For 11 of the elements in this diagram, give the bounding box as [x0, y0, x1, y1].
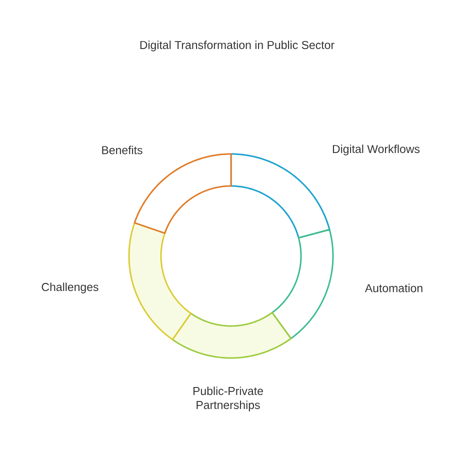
ring-segment [230, 153, 330, 239]
segment-label: Digital Workflows [332, 144, 420, 156]
ring-segment [134, 153, 232, 234]
segment-label: Benefits [102, 146, 142, 154]
ring-segment [128, 222, 192, 340]
segment-label: Automation [364, 284, 422, 292]
segment-label: Public-Private Partnerships [193, 386, 263, 412]
segment-label: Challenges [42, 282, 98, 294]
title: Digital Transformation in Public Sector [140, 40, 334, 52]
ring-segment [271, 228, 334, 340]
ring-segment [172, 312, 292, 359]
